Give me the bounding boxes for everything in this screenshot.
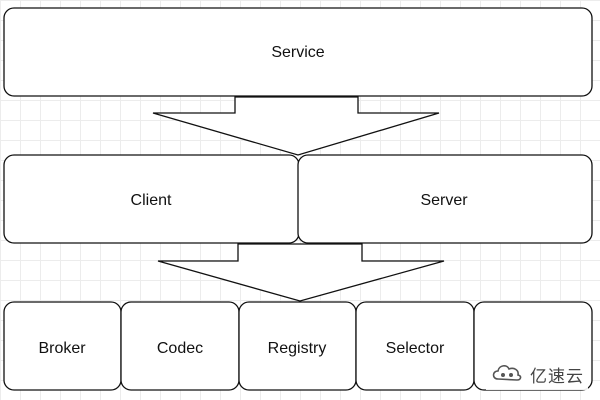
down-arrow-1 xyxy=(152,96,440,156)
codec-label: Codec xyxy=(157,340,203,357)
server-box: Server xyxy=(297,154,593,244)
service-label: Service xyxy=(271,44,324,61)
cloud-logo-icon xyxy=(490,361,524,388)
watermark-text: 亿速云 xyxy=(530,367,584,387)
broker-box: Broker xyxy=(3,301,122,391)
server-label: Server xyxy=(420,192,468,209)
registry-box: Registry xyxy=(238,301,357,391)
down-arrow-2 xyxy=(157,243,445,302)
service-box: Service xyxy=(3,7,593,97)
client-label: Client xyxy=(131,192,172,209)
selector-label: Selector xyxy=(386,340,445,357)
broker-label: Broker xyxy=(38,340,86,357)
selector-box: Selector xyxy=(355,301,475,391)
watermark: 亿速云 xyxy=(486,359,588,390)
registry-label: Registry xyxy=(268,340,327,357)
client-box: Client xyxy=(3,154,300,244)
codec-box: Codec xyxy=(120,301,240,391)
